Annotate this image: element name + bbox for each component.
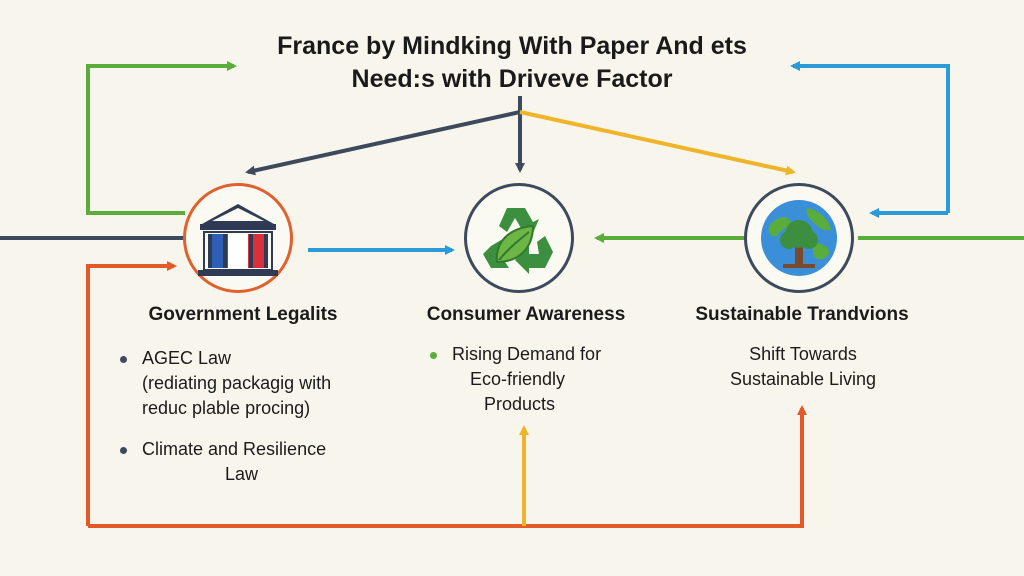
bullet-line: reduc plable procing)	[142, 398, 311, 418]
list-item: Climate and Resilience Law	[120, 437, 380, 487]
title-line-2: Need:s with Driveve Factor	[351, 65, 673, 93]
sustainable-text: Shift Towards Sustainable Living	[697, 342, 909, 392]
sustainable-heading: Sustainable Trandvions	[695, 304, 909, 325]
sustainable-node	[744, 183, 854, 293]
government-bullets: AGEC Law (rediating packagig with reduc …	[120, 346, 380, 487]
consumer-bullets: Rising Demand for Eco-friendly Products	[430, 342, 630, 417]
consumer-heading: Consumer Awareness	[426, 304, 626, 325]
government-building-icon	[198, 204, 278, 276]
government-heading: Government Legalits	[148, 304, 338, 325]
diagram-title: France by Mindking With Paper And ets Ne…	[212, 30, 812, 96]
text-line: Sustainable Living	[729, 369, 877, 389]
bullet-dot	[120, 356, 127, 363]
bullet-line: Law	[225, 464, 259, 484]
orange-arrow-right-up	[524, 405, 807, 528]
bullet-dot	[430, 352, 437, 359]
bullet-line: Rising Demand for	[452, 344, 602, 364]
green-loop-arrow	[86, 61, 237, 215]
bullet-line: (rediating packagig with	[142, 373, 332, 393]
bullet-line: Products	[484, 394, 556, 414]
list-item: AGEC Law (rediating packagig with reduc …	[120, 346, 380, 421]
list-item: Rising Demand for Eco-friendly Products	[430, 342, 630, 417]
consumer-node	[464, 183, 574, 293]
bullet-line: AGEC Law	[142, 348, 232, 368]
navy-arrow-to-left	[245, 96, 522, 176]
bullet-line: Climate and Resilience	[142, 439, 327, 459]
blue-loop-arrow-top	[790, 61, 950, 213]
yellow-arrow-to-right	[519, 110, 796, 176]
globe-tree-icon	[761, 200, 837, 276]
government-node	[183, 183, 293, 293]
bullet-dot	[120, 447, 127, 454]
text-line: Shift Towards	[749, 344, 857, 364]
bullet-line: Eco-friendly	[470, 369, 566, 389]
recycle-leaf-icon	[483, 208, 553, 274]
title-line-1: France by Mindking With Paper And ets	[277, 32, 747, 60]
orange-loop-arrow	[86, 261, 177, 526]
